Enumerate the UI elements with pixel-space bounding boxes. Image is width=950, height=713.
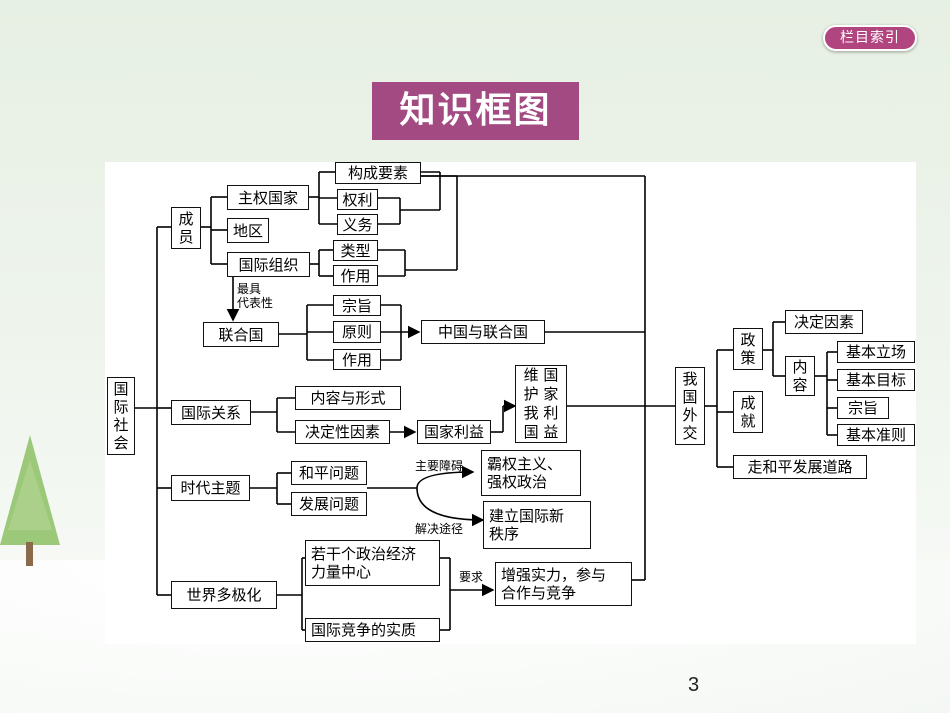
node-peace: 和平问题: [291, 461, 367, 485]
node-china-un: 中国与联合国: [421, 320, 545, 344]
node-content: 内 容: [785, 356, 815, 396]
node-intl-relations: 国际关系: [171, 400, 251, 425]
node-policy: 政 策: [733, 328, 763, 370]
node-un-role: 作用: [333, 349, 381, 370]
node-deciding-factor: 决定因素: [785, 310, 863, 334]
label-main-obstacle: 主要障碍: [415, 459, 464, 473]
node-rights: 权利: [337, 189, 378, 210]
node-achievements: 成 就: [733, 391, 763, 433]
node-power-centers: 若干个政治经济 力量中心: [305, 540, 440, 586]
node-principles: 原则: [333, 321, 381, 343]
node-obligations: 义务: [337, 214, 378, 235]
tree-decoration: [0, 435, 60, 566]
node-region: 地区: [227, 218, 269, 243]
node-peaceful-path: 走和平发展道路: [733, 455, 867, 479]
node-decisive-factor: 决定性因素: [295, 420, 390, 444]
node-types: 类型: [333, 240, 378, 261]
node-multipolar: 世界多极化: [171, 581, 277, 609]
page-title: 知识框图: [372, 82, 579, 140]
node-national-interest: 国家利益: [417, 420, 491, 444]
node-theme-of-times: 时代主题: [171, 475, 250, 501]
node-hegemony: 霸权主义、 强权政治: [481, 450, 581, 496]
node-basic-stance: 基本立场: [837, 341, 915, 363]
diagram-connectors: [122, 171, 837, 631]
node-elements: 构成要素: [335, 162, 421, 184]
node-international-society: 国 际 社 会: [107, 377, 135, 455]
label-solution: 解决途径: [415, 522, 464, 536]
label-most-representative: 最具 代表性: [237, 282, 274, 310]
node-aim: 宗旨: [837, 397, 889, 419]
node-development: 发展问题: [291, 492, 367, 516]
node-intl-org: 国际组织: [227, 252, 310, 277]
node-competition-essence: 国际竞争的实质: [305, 618, 440, 642]
node-china-diplomacy: 我 国 外 交: [675, 367, 705, 445]
node-new-order: 建立国际新 秩序: [483, 501, 591, 549]
page-number: 3: [688, 674, 700, 696]
node-members: 成 员: [171, 207, 201, 249]
node-strengthen: 增强实力，参与 合作与竞争: [495, 562, 632, 606]
node-functions: 作用: [333, 265, 378, 286]
node-basic-norm: 基本准则: [837, 424, 915, 446]
node-sovereign-state: 主权国家: [227, 185, 309, 210]
node-safeguard-national-interest: 维 国 护 家 我 利 国 益: [515, 365, 567, 443]
node-un: 联合国: [203, 322, 279, 347]
node-basic-goal: 基本目标: [837, 369, 915, 391]
node-content-form: 内容与形式: [295, 386, 401, 410]
label-requirement: 要求: [459, 570, 484, 584]
catalog-index-button[interactable]: 栏目索引: [823, 25, 917, 51]
knowledge-diagram: 国 际 社 会 成 员 主权国家 地区 国际组织 构成要素 权利 义务 类型 作…: [105, 162, 916, 644]
node-purpose: 宗旨: [333, 295, 381, 316]
